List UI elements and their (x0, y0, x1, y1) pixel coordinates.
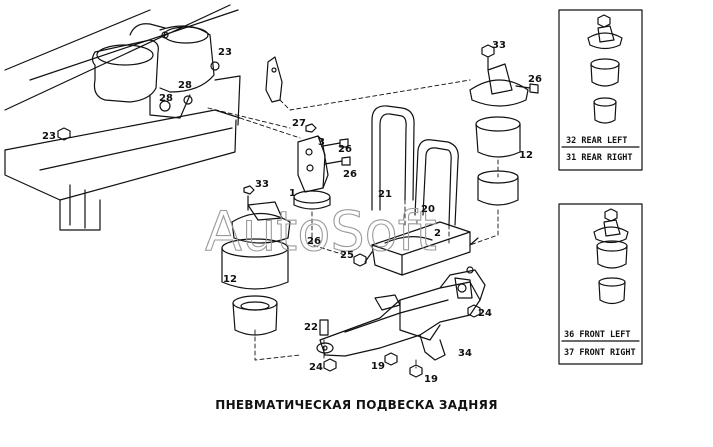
rear-left-label: 32 REAR LEFT (566, 136, 627, 146)
part-label-33: 33 (492, 40, 506, 51)
axle-saddle (364, 221, 479, 276)
part-label-1: 1 (289, 188, 296, 199)
part-label-2: 2 (434, 228, 441, 239)
spacer-22 (319, 319, 329, 336)
part-label-21: 21 (378, 189, 392, 200)
part-label-26: 26 (338, 144, 352, 155)
watermark: AutoSoft (205, 200, 437, 263)
part-label-25: 25 (340, 250, 354, 261)
rear-inset-panel (558, 9, 643, 171)
part-label-28: 28 (159, 93, 173, 104)
part-label-19: 19 (371, 361, 385, 372)
front-right-label: 37 FRONT RIGHT (564, 348, 636, 358)
right-air-spring (469, 44, 539, 206)
trailing-arm (316, 266, 486, 361)
part-label-24: 24 (309, 362, 323, 373)
part-label-33: 33 (255, 179, 269, 190)
part-label-24: 24 (478, 308, 492, 319)
u-bolts (371, 105, 459, 226)
part-label-3: 3 (318, 137, 325, 148)
part-label-34: 34 (458, 348, 472, 359)
washer-25 (353, 253, 367, 267)
upper-mount-bracket (293, 123, 351, 210)
part-label-27: 27 (292, 118, 306, 129)
leader-lines (207, 79, 499, 369)
part-label-23: 23 (42, 131, 56, 142)
part-labels: 23 28 28 23 33 26 12 27 3 26 26 1 33 26 … (42, 40, 542, 385)
part-label-19: 19 (424, 374, 438, 385)
frame-air-spring (91, 23, 220, 119)
nut-24-bottom (323, 358, 337, 372)
nut-19-b (409, 364, 423, 378)
part-label-26: 26 (528, 74, 542, 85)
small-bracket (265, 56, 283, 103)
part-label-28: 28 (178, 80, 192, 91)
part-label-22: 22 (304, 322, 318, 333)
left-air-spring (221, 185, 291, 336)
rear-right-label: 31 REAR RIGHT (566, 153, 633, 163)
frame-rail (4, 4, 241, 231)
part-label-12: 12 (223, 274, 237, 285)
part-label-12: 12 (519, 150, 533, 161)
part-label-26: 26 (307, 236, 321, 247)
nut-19-a (384, 352, 398, 366)
front-inset-panel (558, 203, 643, 365)
part-label-23: 23 (218, 47, 232, 58)
part-label-20: 20 (421, 204, 435, 215)
front-left-label: 36 FRONT LEFT (564, 330, 631, 340)
part-label-26: 26 (343, 169, 357, 180)
nut-23-left (57, 127, 71, 141)
nut-24-right (467, 304, 481, 318)
diagram-caption: ПНЕВМАТИЧЕСКАЯ ПОДВЕСКА ЗАДНЯЯ (215, 398, 498, 412)
